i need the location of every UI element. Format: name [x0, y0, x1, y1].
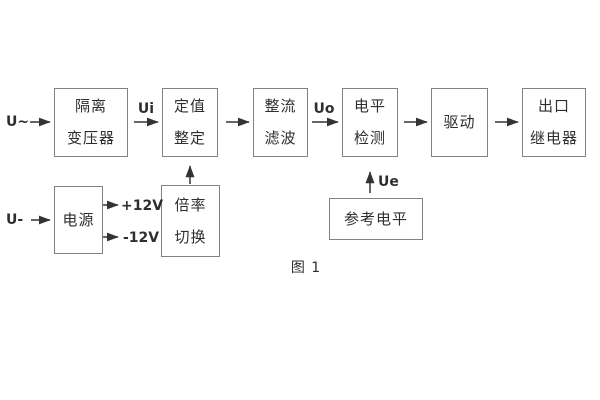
block-label-line: 滤波: [264, 129, 297, 147]
block-isolation-transformer: 隔离 变压器: [54, 88, 128, 157]
block-reference-level: 参考电平: [329, 198, 423, 240]
signal-label-uo: Uo: [313, 101, 335, 117]
block-label-line: 隔离: [74, 97, 107, 115]
block-label-line: 出口: [537, 97, 570, 115]
block-label-line: 检测: [353, 129, 386, 147]
block-ratio-switch: 倍率 切换: [161, 185, 220, 257]
block-label-line: 电源: [62, 210, 95, 229]
block-label-line: 电平: [353, 97, 386, 115]
block-label-line: 倍率: [174, 195, 207, 214]
signal-label-minus12v: -12V: [123, 230, 160, 246]
block-power-supply: 电源: [54, 186, 103, 254]
figure-caption: 图 1: [290, 260, 322, 276]
block-label-line: 驱动: [443, 113, 476, 131]
signal-label-ui: Ui: [137, 101, 155, 117]
block-label-line: 变压器: [66, 129, 115, 147]
block-driver: 驱动: [431, 88, 488, 157]
block-setpoint-adjust: 定值 整定: [162, 88, 218, 157]
block-level-detect: 电平 检测: [342, 88, 398, 157]
signal-label-dc-input: U-: [6, 212, 24, 228]
signal-label-ac-input: U~: [6, 114, 30, 130]
block-label-line: 切换: [174, 227, 207, 246]
signal-label-plus12v: +12V: [121, 198, 164, 214]
signal-label-ue: Ue: [378, 174, 399, 190]
block-output-relay: 出口 继电器: [522, 88, 586, 157]
block-label-line: 参考电平: [343, 209, 408, 228]
block-rectifier-filter: 整流 滤波: [253, 88, 308, 157]
block-label-line: 定值: [173, 97, 206, 115]
block-label-line: 整流: [264, 97, 297, 115]
block-label-line: 继电器: [529, 129, 578, 147]
block-label-line: 整定: [173, 129, 206, 147]
